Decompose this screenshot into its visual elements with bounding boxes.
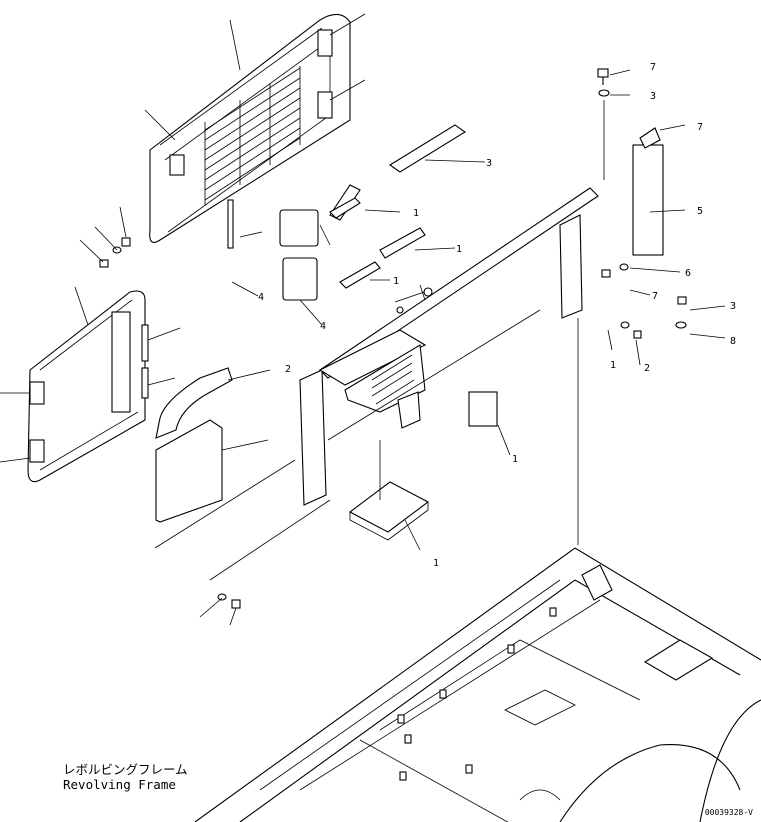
callout-numbers: 7 3 7 5 6 3 7 8 3 1 1 1 2 4 4 1 1 1 2 bbox=[258, 62, 736, 569]
callout-1b: 1 bbox=[456, 244, 462, 255]
callout-7a: 7 bbox=[650, 62, 656, 73]
callout-4a: 4 bbox=[320, 321, 326, 332]
callout-3c: 3 bbox=[486, 158, 492, 169]
callout-2a: 2 bbox=[285, 364, 291, 375]
callout-7c: 7 bbox=[652, 291, 658, 302]
support-frame bbox=[299, 187, 599, 506]
caption-english: Revolving Frame bbox=[63, 777, 176, 792]
callout-7b: 7 bbox=[697, 122, 703, 133]
leader-lines bbox=[0, 13, 726, 626]
callout-3a: 3 bbox=[650, 91, 656, 102]
callout-5: 5 bbox=[697, 206, 703, 217]
revolving-frame bbox=[194, 547, 761, 822]
callout-1a: 1 bbox=[413, 208, 419, 219]
callout-1f: 1 bbox=[610, 360, 616, 371]
upper-door-panel bbox=[149, 13, 351, 243]
revolving-frame-caption: レボルビングフレーム Revolving Frame bbox=[63, 762, 188, 792]
callout-1d: 1 bbox=[512, 454, 518, 465]
callout-6: 6 bbox=[685, 268, 691, 279]
callout-8: 8 bbox=[730, 336, 736, 347]
fasteners bbox=[99, 68, 687, 609]
lower-door-panel bbox=[27, 290, 146, 483]
callout-3b: 3 bbox=[730, 301, 736, 312]
caption-japanese: レボルビングフレーム bbox=[63, 762, 188, 777]
drawing-number: 00039328-V bbox=[704, 808, 753, 817]
callout-1c: 1 bbox=[393, 276, 399, 287]
callout-2b: 2 bbox=[644, 363, 650, 374]
foam-seals bbox=[141, 124, 664, 541]
callout-1e: 1 bbox=[433, 558, 439, 569]
callout-4b: 4 bbox=[258, 292, 264, 303]
